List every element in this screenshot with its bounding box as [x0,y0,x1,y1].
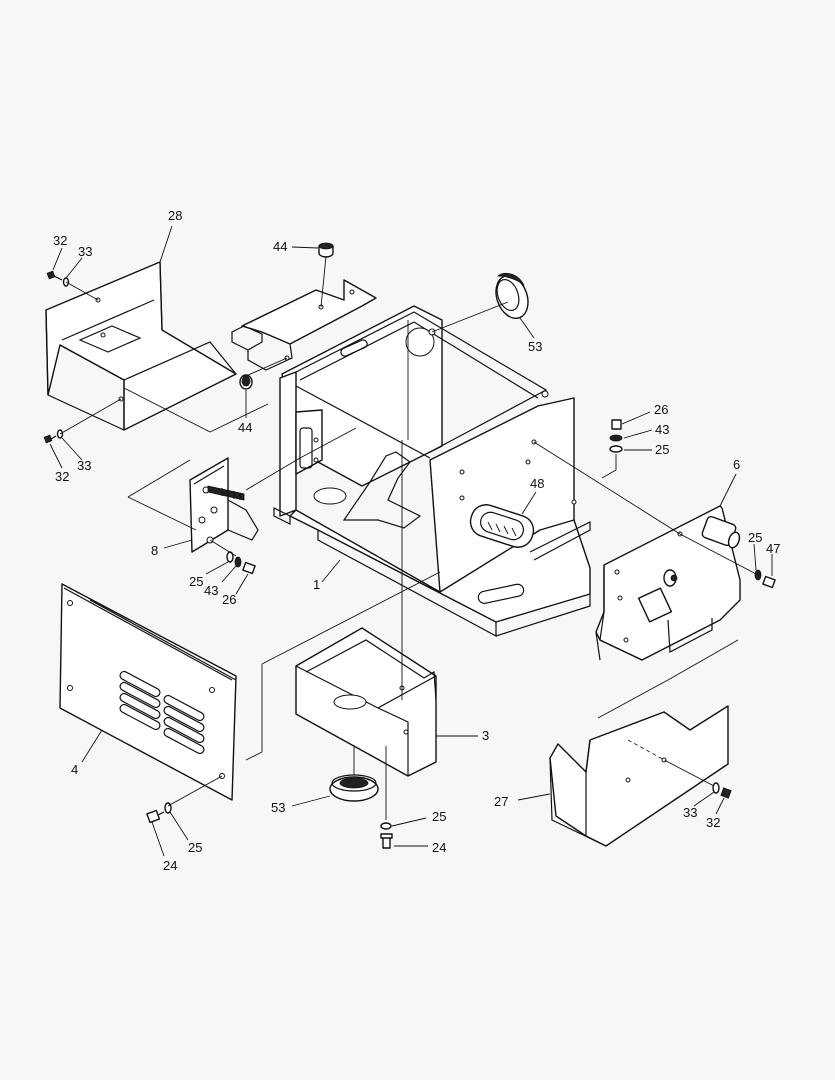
part-8-mounting-plate [189,457,259,553]
callout-labels: 28 32 33 44 53 44 32 33 26 43 25 6 48 25… [53,208,780,873]
grommet-44-top [318,242,334,258]
callout-leaders [49,225,773,857]
callout-26-left: 26 [222,592,236,607]
callout-33-right: 33 [683,805,697,820]
callout-44-top: 44 [273,239,287,254]
callout-24-front: 24 [163,858,177,873]
top-bracket [231,279,377,371]
part-6-right-panel [595,505,741,661]
part-3-tray [295,627,437,777]
part-4-front-cover [59,583,237,801]
callout-43-right: 43 [655,422,669,437]
callout-53-top: 53 [528,339,542,354]
screw-32-mid-left [43,429,64,444]
callout-33-mid: 33 [77,458,91,473]
callout-53-low: 53 [271,800,285,815]
fastener-set-bottom-24 [380,822,393,849]
part-27-right-lower-cover [549,705,729,847]
callout-27: 27 [494,794,508,809]
louver-group-left [119,670,161,731]
callout-32-mid: 32 [55,469,69,484]
callout-25-bottom: 25 [432,809,446,824]
fastener-set-right-26 [609,419,623,453]
screw-32-top-left [46,270,70,287]
part-48-plate [469,504,535,548]
callout-1: 1 [313,577,320,592]
grommet-53-low [329,774,379,802]
callout-3: 3 [482,728,489,743]
callout-24-bottom: 24 [432,840,446,855]
callout-6: 6 [733,457,740,472]
callout-47: 47 [766,541,780,556]
assembly-lines [59,255,759,820]
fastener-set-left [226,551,256,575]
callout-25-right: 25 [655,442,669,457]
fastener-set-right-33 [712,782,732,799]
callout-48: 48 [530,476,544,491]
callout-32-top: 32 [53,233,67,248]
fastener-set-front-24 [146,802,172,824]
callout-25-left: 25 [189,574,203,589]
callout-33-top: 33 [78,244,92,259]
callout-26-right: 26 [654,402,668,417]
callout-43-left: 43 [204,583,218,598]
callout-28: 28 [168,208,182,223]
callout-25-far-right: 25 [748,530,762,545]
callout-32-right: 32 [706,815,720,830]
callout-44-low: 44 [238,420,252,435]
grommet-53-top [495,272,529,320]
callout-8: 8 [151,543,158,558]
part-1-main-frame [273,305,591,638]
grommet-44-low [239,374,253,390]
callout-4: 4 [71,762,78,777]
louver-group-right [163,694,205,755]
callout-25-front: 25 [188,840,202,855]
part-28-left-cover [45,261,237,431]
